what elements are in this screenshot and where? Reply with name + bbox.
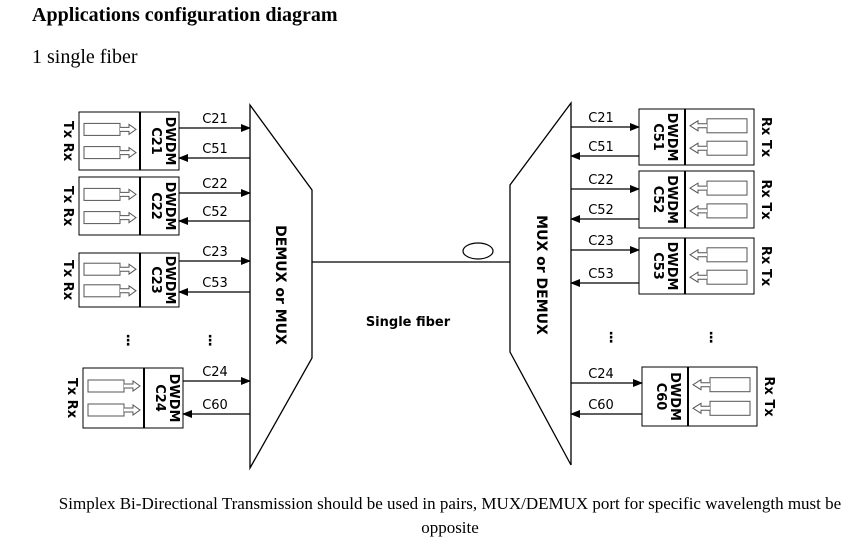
module-box xyxy=(638,170,755,229)
right-ellipsis-1: ⋮ xyxy=(604,330,618,346)
transmitter-icon xyxy=(706,203,748,219)
left-demux-mux xyxy=(249,103,313,471)
receiver-icon xyxy=(706,180,748,196)
receiver-icon xyxy=(83,284,121,298)
hollow-arrow-icon xyxy=(120,211,137,224)
receiver-icon xyxy=(83,146,121,160)
module-channel-label: C22 xyxy=(148,192,163,220)
caption: Simplex Bi-Directional Transmission shou… xyxy=(58,494,842,537)
tx-wavelength-label: C51 xyxy=(588,140,614,155)
module-type-label: DWDM xyxy=(162,182,177,231)
tx-wavelength-label: C23 xyxy=(202,245,228,260)
rx-wavelength-label: C23 xyxy=(588,234,614,249)
hollow-arrow-icon xyxy=(689,271,707,284)
rx-wavelength-label: C51 xyxy=(202,142,228,157)
module-type-label: DWDM xyxy=(667,372,682,421)
module-type-label: DWDM xyxy=(162,256,177,305)
side-label: Rx Tx xyxy=(758,246,773,287)
transmitter-icon xyxy=(709,400,751,416)
side-label: Tx Rx xyxy=(60,260,75,301)
module-type-label: DWDM xyxy=(664,113,679,162)
module-type-label: DWDM xyxy=(166,374,181,423)
hollow-arrow-icon xyxy=(120,123,137,136)
transmitter-icon xyxy=(83,122,121,136)
hollow-arrow-icon xyxy=(689,182,707,195)
side-label: Rx Tx xyxy=(758,179,773,220)
hollow-arrow-icon xyxy=(689,248,707,261)
tx-wavelength-label: C21 xyxy=(202,112,228,127)
transmitter-icon xyxy=(87,379,125,393)
fiber-label: Single fiber xyxy=(366,315,451,330)
module-box xyxy=(641,366,758,427)
side-label: Rx Tx xyxy=(758,117,773,158)
left-ellipsis-2: ⋮ xyxy=(203,333,217,349)
page-title: Applications configuration diagram xyxy=(32,4,338,26)
hollow-arrow-icon xyxy=(120,188,137,201)
transmitter-icon xyxy=(83,187,121,201)
rx-wavelength-label: C24 xyxy=(588,367,614,382)
hollow-arrow-icon xyxy=(689,204,707,217)
transmitter-icon xyxy=(706,140,748,156)
receiver-icon xyxy=(87,403,125,417)
module-channel-label: C53 xyxy=(650,252,665,280)
left-ellipsis-1: ⋮ xyxy=(121,333,135,349)
module-box xyxy=(78,176,180,236)
side-label: Tx Rx xyxy=(60,186,75,227)
transmitter-icon xyxy=(83,262,121,276)
rx-wavelength-label: C52 xyxy=(202,205,228,220)
tx-wavelength-label: C24 xyxy=(202,365,228,380)
module-channel-label: C60 xyxy=(653,383,668,411)
module-channel-label: C52 xyxy=(650,186,665,214)
tx-wavelength-label: C22 xyxy=(202,177,228,192)
receiver-icon xyxy=(706,118,748,134)
rx-wavelength-label: C22 xyxy=(588,173,614,188)
module-box xyxy=(78,111,180,171)
right-ellipsis-2: ⋮ xyxy=(704,330,718,346)
module-type-label: DWDM xyxy=(162,117,177,166)
hollow-arrow-icon xyxy=(689,142,707,155)
module-box xyxy=(82,367,184,429)
tx-wavelength-label: C53 xyxy=(588,267,614,282)
right-mux-label: MUX or DEMUX xyxy=(533,215,549,335)
fiber-coil-icon xyxy=(462,242,494,260)
module-channel-label: C21 xyxy=(148,127,163,155)
hollow-arrow-icon xyxy=(124,404,141,416)
right-mux-demux xyxy=(509,101,572,466)
receiver-icon xyxy=(83,211,121,225)
hollow-arrow-icon xyxy=(689,119,707,132)
side-label: Tx Rx xyxy=(64,378,79,419)
module-box xyxy=(78,252,180,308)
hollow-arrow-icon xyxy=(120,263,137,276)
hollow-arrow-icon xyxy=(120,146,137,159)
page-subtitle: 1 single fiber xyxy=(32,46,138,68)
hollow-arrow-icon xyxy=(692,378,710,391)
module-type-label: DWDM xyxy=(664,242,679,291)
rx-wavelength-label: C21 xyxy=(588,111,614,126)
left-mux-label: DEMUX or MUX xyxy=(272,225,288,345)
hollow-arrow-icon xyxy=(120,284,137,297)
module-type-label: DWDM xyxy=(664,175,679,224)
hollow-arrow-icon xyxy=(692,402,710,415)
side-label: Tx Rx xyxy=(60,121,75,162)
module-channel-label: C51 xyxy=(650,123,665,151)
receiver-icon xyxy=(706,247,748,263)
receiver-icon xyxy=(709,377,751,393)
transmitter-icon xyxy=(706,269,748,285)
module-channel-label: C23 xyxy=(148,266,163,294)
hollow-arrow-icon xyxy=(124,380,141,392)
rx-wavelength-label: C53 xyxy=(202,276,228,291)
module-channel-label: C24 xyxy=(152,384,167,412)
tx-wavelength-label: C60 xyxy=(588,398,614,413)
rx-wavelength-label: C60 xyxy=(202,398,228,413)
side-label: Rx Tx xyxy=(761,376,776,417)
tx-wavelength-label: C52 xyxy=(588,203,614,218)
